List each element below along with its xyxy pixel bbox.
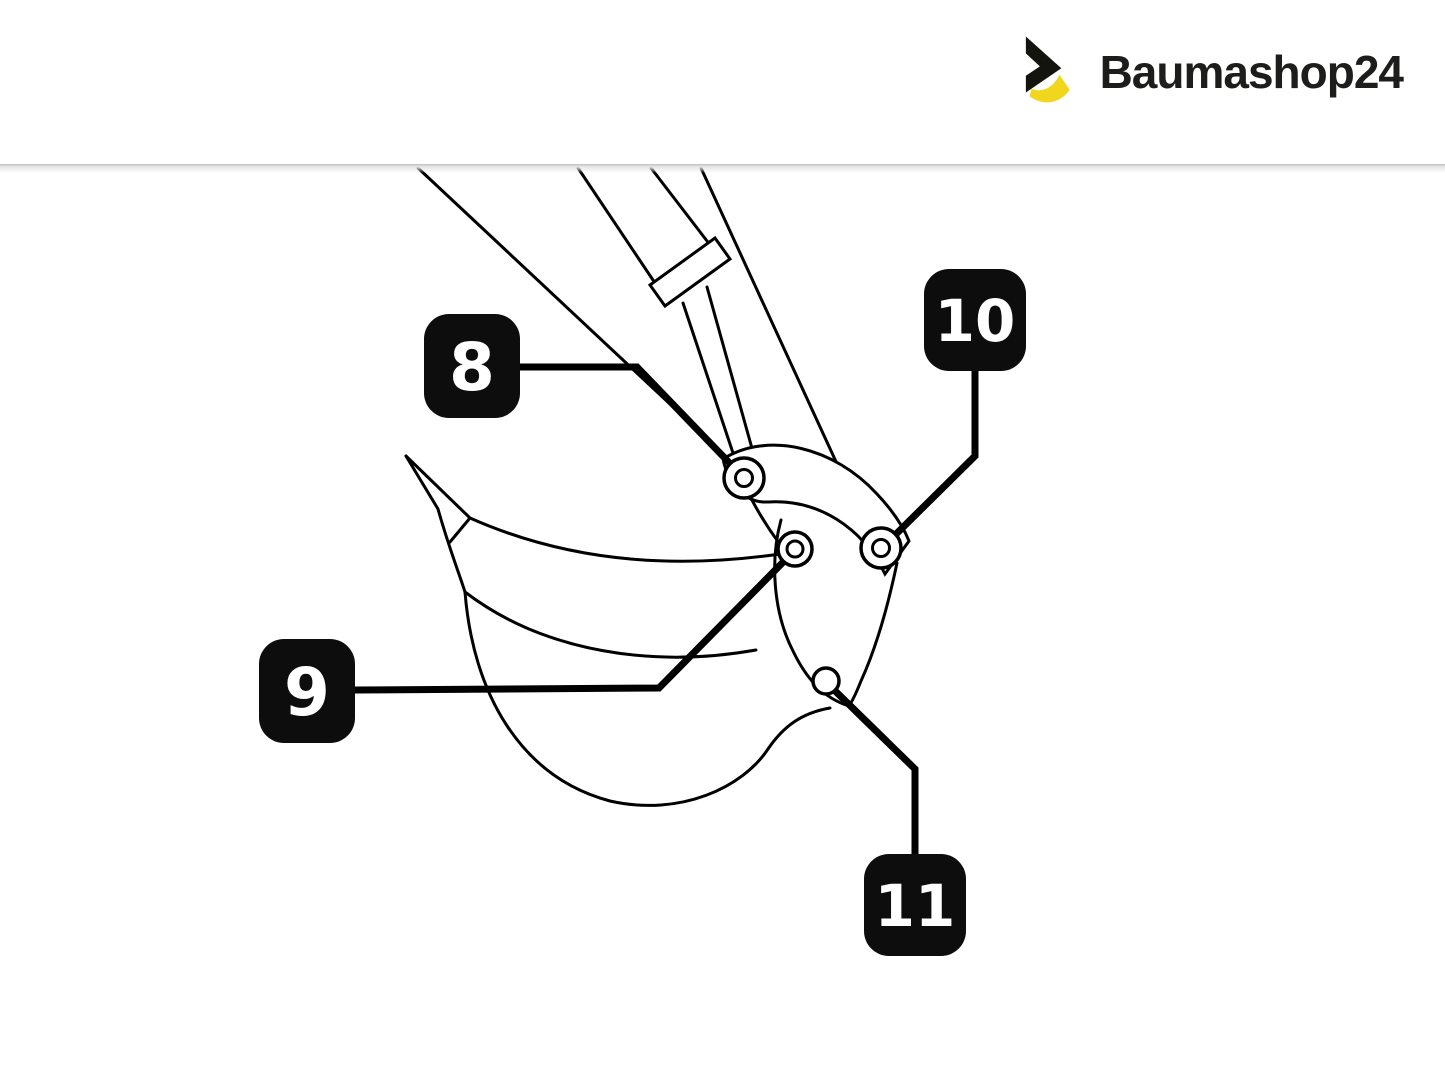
cylinder-gland-band [647,235,733,309]
logo-mark-yellow-shape [1029,74,1070,103]
pin-11 [811,666,841,696]
pin-8-inner [734,468,754,488]
bucket-bracket-right-edge [847,561,899,708]
cylinder-body-left-edge [576,166,661,291]
cylinder-rod-left-edge [681,301,739,467]
leader-line-9 [354,548,797,694]
leader-line-11 [824,680,919,856]
cylinder-body-right-edge [649,166,719,256]
part-label-8-number: 8 [449,329,495,406]
site-header: Baumashop24 [0,0,1445,173]
cylinder-rod-right-edge [705,285,755,454]
bucket-tooth-lower-edge [404,454,467,594]
brand-logo-mark-icon [1025,36,1070,103]
part-label-10-number: 10 [935,287,1016,355]
bucket-lip-inner-curve [463,590,758,659]
leader-lines [354,363,979,856]
part-labels: 8 10 9 11 [259,269,1026,956]
brand-name: Baumashop24 [1099,46,1404,98]
part-label-11[interactable]: 11 [864,854,966,956]
part-label-9-box [259,639,355,743]
pivot-pins [722,456,903,696]
leader-line-8 [520,363,746,480]
part-label-9[interactable]: 9 [259,639,355,743]
part-label-8[interactable]: 8 [424,314,520,418]
bucket-top-edge [404,454,789,563]
part-label-11-number: 11 [875,872,956,940]
pin-10-inner [871,538,891,558]
bucket-tooth-base [448,516,472,544]
leader-line-10 [880,370,979,550]
part-label-9-number: 9 [284,654,330,731]
bucket-belly-curve [463,590,832,807]
part-label-10-box [924,269,1026,371]
logo-mark-black-shape [1025,36,1061,93]
part-label-8-box [424,314,520,418]
excavator-line-art [404,166,911,807]
part-label-11-box [864,854,966,956]
part-label-10[interactable]: 10 [924,269,1026,371]
pin-9-inner [785,539,805,559]
brand-logo[interactable]: Baumashop24 [1024,32,1404,112]
